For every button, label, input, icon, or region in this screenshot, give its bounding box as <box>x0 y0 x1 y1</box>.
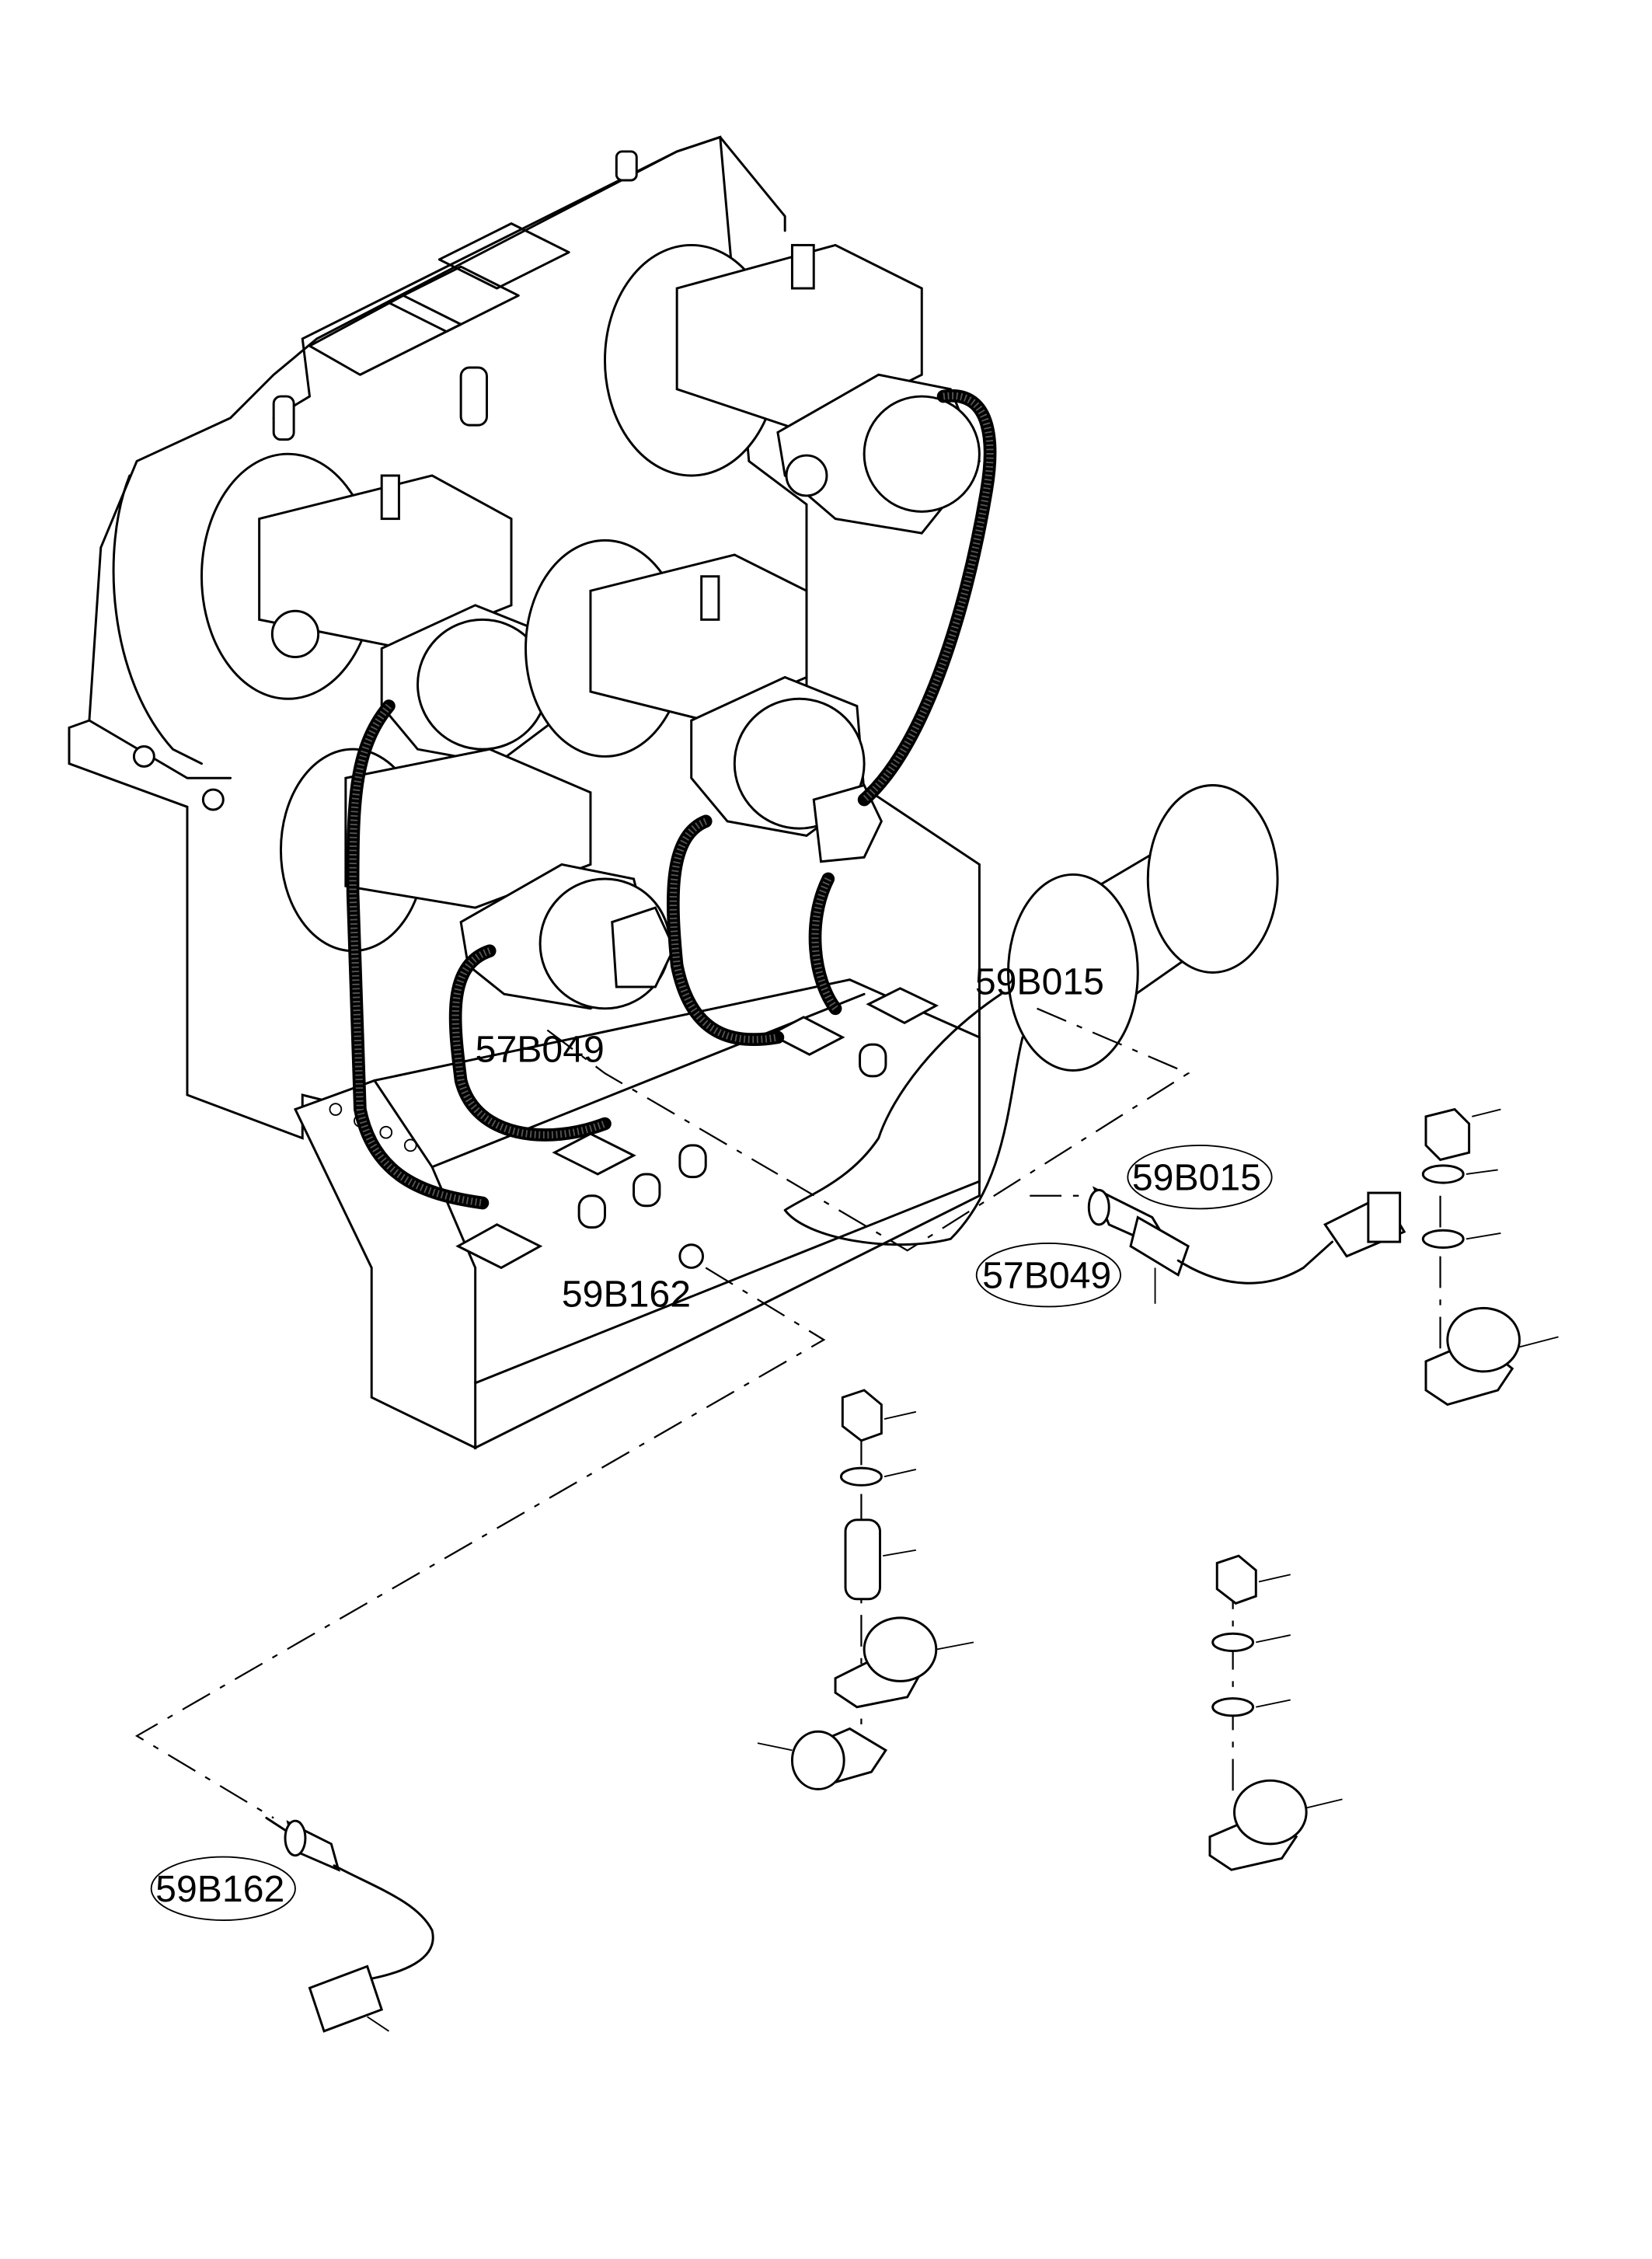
label-59B162-on-part: 59B162 <box>562 1273 691 1315</box>
callout-57B049: 57B049 <box>982 1254 1111 1296</box>
label-57B049-on-part: 57B049 <box>476 1028 605 1070</box>
temperature-sensor-59B162 <box>265 1817 434 2033</box>
hardware-right <box>1421 1107 1559 1407</box>
label-59B015-on-part: 59B015 <box>975 960 1104 1002</box>
assembly-leader-lines <box>134 1007 1441 1819</box>
pump-center <box>525 539 884 863</box>
hydraulic-hoses <box>346 389 997 1210</box>
output-flange <box>783 784 1279 1246</box>
hardware-lower-right <box>1208 1554 1343 1871</box>
pump-upper-right <box>604 243 981 535</box>
hydraulic-pumps <box>200 243 981 1010</box>
hardware-center <box>757 1389 974 1790</box>
pump-left <box>200 452 556 765</box>
part-labels: 59B015 57B049 59B162 59B015 57B049 59B16… <box>150 960 1273 1922</box>
pump-lower-left <box>279 748 676 1010</box>
callout-59B162: 59B162 <box>155 1868 284 1910</box>
pressure-sensor-59B015 <box>1087 1186 1406 1304</box>
callout-59B015: 59B015 <box>1132 1156 1261 1198</box>
